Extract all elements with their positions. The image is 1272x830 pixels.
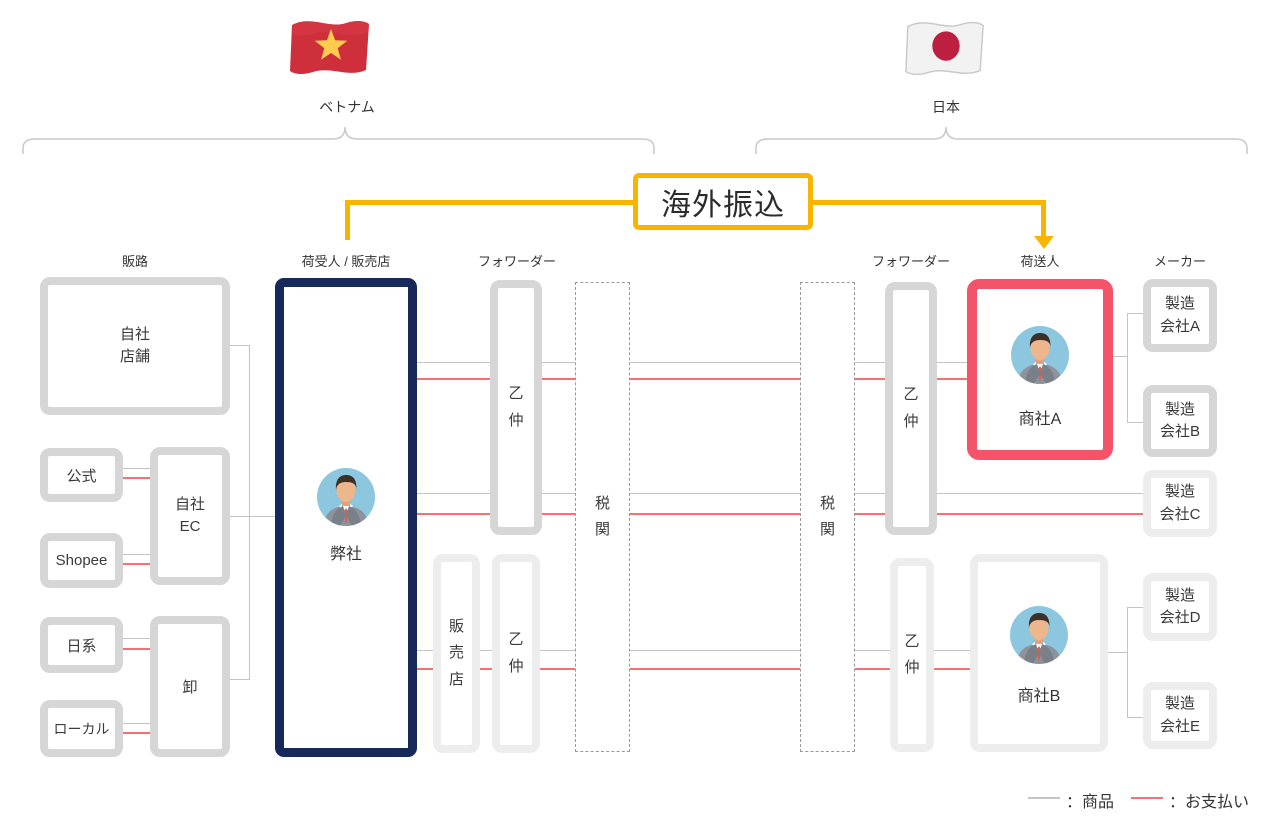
country-braces [22,126,1248,154]
connector-a-branch [1127,313,1128,423]
transfer-arrow-head-icon [1034,236,1054,249]
connector-maker-e [1127,717,1143,718]
connector-trunk [249,345,250,680]
overseas-transfer-label: 海外振込 [633,173,813,230]
connector-own-store [230,345,249,346]
column-label-forwarder-jp: フォワーダー [871,254,951,269]
trading-a-avatar [1011,326,1069,384]
box-shopee: Shopee [40,533,123,588]
box-trading-a: 商社A [967,279,1113,460]
connector-trading-a [1113,356,1127,357]
box-nikkei: 日系 [40,617,123,673]
box-wholesale: 卸 [150,616,230,757]
transfer-arrow-right-leg [1041,200,1046,238]
connector-b-branch [1127,607,1128,718]
goods-line-route2 [417,493,1143,494]
connector-trading-b [1108,652,1127,653]
trading-b-label: 商社B [1017,688,1061,705]
column-label-sales-channel: 販路 [121,254,149,269]
box-maker-e: 製造 会社E [1143,682,1217,749]
box-otsunaka-vn-lower: 乙 仲 [492,554,540,753]
our-company-label: 弊社 [329,546,362,563]
goods-line-local [123,723,150,724]
column-label-consignee: 荷受人 / 販売店 [301,254,391,269]
japan-flag-icon [901,13,989,83]
connector-maker-a [1127,313,1143,314]
box-official: 公式 [40,448,123,502]
payment-line-official [123,477,150,479]
column-label-maker: メーカー [1153,254,1207,269]
box-trading-b: 商社B [970,554,1108,752]
trading-b-avatar [1010,606,1068,664]
goods-line-nikkei [123,638,150,639]
goods-line-shopee [123,554,150,555]
vietnam-flag-icon [285,12,375,82]
box-customs-jp: 税 関 [800,282,855,752]
connector-ec-to-company [230,516,280,517]
column-label-shipper: 荷送人 [1020,254,1060,269]
legend-payment-label: ：お支払い [1169,794,1250,811]
trading-a-label: 商社A [1018,411,1062,428]
goods-line-official [123,468,150,469]
box-maker-b: 製造 会社B [1143,385,1217,457]
payment-line-route3 [417,668,970,670]
box-maker-c: 製造 会社C [1143,470,1217,537]
box-local: ローカル [40,700,123,757]
box-otsunaka-vn-upper: 乙 仲 [490,280,542,535]
payment-line-route1 [417,378,967,380]
vietnam-label: ベトナム [319,99,375,115]
transfer-arrow-left-leg [345,200,350,240]
box-our-company: 弊社 [275,278,417,757]
payment-line-local [123,732,150,734]
goods-line-route1 [417,362,967,363]
payment-line-nikkei [123,648,150,650]
connector-maker-d [1127,607,1143,608]
box-maker-d: 製造 会社D [1143,573,1217,641]
box-customs-vn: 税 関 [575,282,630,752]
box-own-store: 自社 店舗 [40,277,230,415]
connector-wholesale [230,679,249,680]
box-otsunaka-jp-lower: 乙 仲 [890,558,934,752]
payment-line-route2 [417,513,1143,515]
box-maker-a: 製造 会社A [1143,279,1217,352]
legend-goods-label: ：商品 [1066,794,1115,811]
box-hanbaiten: 販 売 店 [433,554,480,753]
legend-goods-line-icon [1028,797,1060,799]
column-label-forwarder-vn: フォワーダー [477,254,557,269]
payment-line-shopee [123,563,150,565]
legend-payment-line-icon [1131,797,1163,799]
our-company-avatar [317,468,375,526]
box-otsunaka-jp-upper: 乙 仲 [885,282,937,535]
goods-line-route3 [417,650,970,651]
box-own-ec: 自社 EC [150,447,230,585]
connector-maker-b [1127,422,1143,423]
japan-label: 日本 [932,99,960,115]
